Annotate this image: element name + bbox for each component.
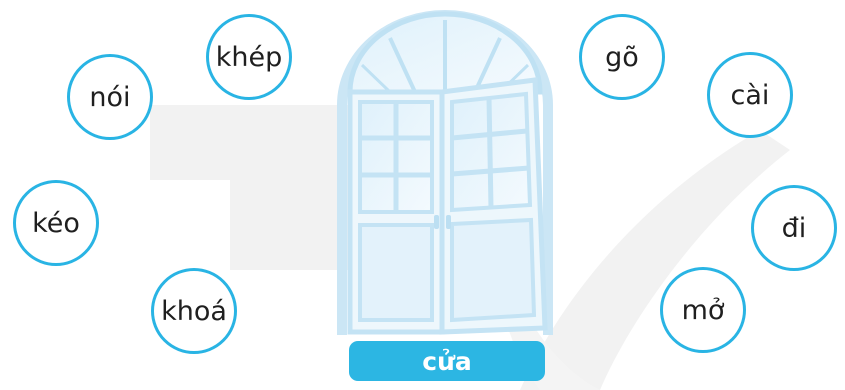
word-label: nói xyxy=(89,84,130,111)
word-circle-keo[interactable]: kéo xyxy=(13,180,99,266)
word-label: mở xyxy=(682,297,725,324)
word-label: cài xyxy=(731,82,770,109)
word-circle-noi[interactable]: nói xyxy=(67,54,153,140)
word-circle-go[interactable]: gõ xyxy=(579,14,665,100)
word-circle-khoa[interactable]: khoá xyxy=(151,268,237,354)
word-circle-mo[interactable]: mở xyxy=(660,267,746,353)
word-label: khoá xyxy=(161,298,227,325)
word-circle-di[interactable]: đi xyxy=(751,185,837,271)
door-illustration-icon xyxy=(330,10,560,335)
word-label: kéo xyxy=(32,210,80,237)
word-label: gõ xyxy=(605,44,639,71)
main-word-text: cửa xyxy=(422,347,472,376)
word-label: đi xyxy=(782,215,807,242)
word-circle-cai[interactable]: cài xyxy=(707,52,793,138)
main-word-label: cửa xyxy=(349,341,545,381)
word-label: khép xyxy=(216,44,283,71)
word-circle-khep[interactable]: khép xyxy=(206,14,292,100)
